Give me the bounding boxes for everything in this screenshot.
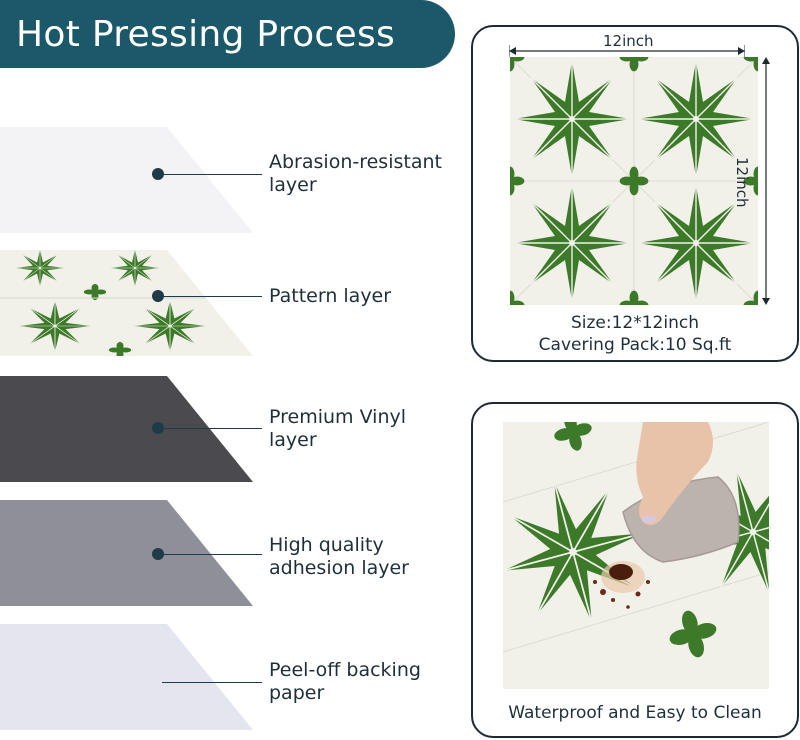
page-title: Hot Pressing Process — [16, 13, 396, 55]
abrasion-layer-dot — [152, 168, 164, 180]
pattern-layer-leader — [162, 296, 262, 297]
adhesion-layer-label-line2: adhesion layer — [269, 557, 409, 579]
abrasion-layer-label-line2: layer — [269, 174, 317, 196]
adhesion-layer-shape — [0, 500, 253, 606]
vinyl-layer-shape — [0, 376, 253, 482]
vinyl-layer-label: Premium Vinyl layer — [269, 406, 406, 452]
clean-caption: Waterproof and Easy to Clean — [508, 703, 762, 723]
adhesion-layer-label-line1: High quality — [269, 534, 384, 556]
pattern-layer-label-line1: Pattern layer — [269, 285, 392, 307]
pattern-layer-label: Pattern layer — [269, 285, 391, 308]
backing-layer-leader — [162, 682, 262, 683]
clean-card: Waterproof and Easy to Clean — [471, 402, 799, 738]
abrasion-layer-label-line1: Abrasion-resistant — [269, 151, 442, 173]
vinyl-layer-label-line2: layer — [269, 429, 317, 451]
vinyl-layer-label-line1: Premium Vinyl — [269, 406, 407, 428]
backing-layer-label: Peel-off backing paper — [269, 659, 421, 705]
header-banner: Hot Pressing Process — [0, 0, 455, 68]
tile-pattern-image — [510, 57, 758, 305]
vinyl-layer-dot — [152, 422, 164, 434]
adhesion-layer-label: High quality adhesion layer — [269, 534, 409, 580]
size-card: 12inch 12inch Size:12*12inch Caveri — [471, 25, 799, 362]
width-arrow-icon — [509, 45, 745, 57]
pattern-layer-shape — [0, 250, 253, 356]
abrasion-layer-leader — [162, 174, 262, 175]
size-text: Size:12*12inch — [570, 313, 699, 333]
height-arrow-icon — [762, 57, 770, 305]
pattern-layer-dot — [152, 290, 164, 302]
adhesion-layer-dot — [152, 548, 164, 560]
vinyl-layer-leader — [162, 428, 262, 429]
cleaning-photo — [503, 422, 769, 689]
pack-text: Cavering Pack:10 Sq.ft — [538, 335, 732, 355]
size-caption: Size:12*12inch Cavering Pack:10 Sq.ft — [473, 312, 797, 356]
backing-layer-label-line1: Peel-off backing — [269, 659, 421, 681]
adhesion-layer-leader — [162, 554, 262, 555]
backing-layer-shape — [0, 624, 253, 730]
star-tile-pattern-icon — [0, 250, 253, 356]
abrasion-layer-label: Abrasion-resistant layer — [269, 151, 442, 197]
abrasion-layer-shape — [0, 127, 253, 233]
stain-icon — [593, 561, 650, 609]
hand-icon — [636, 422, 713, 526]
backing-layer-label-line2: paper — [269, 682, 325, 704]
height-dimension-label: 12inch — [733, 157, 751, 208]
width-dimension-label: 12inch — [603, 32, 654, 50]
